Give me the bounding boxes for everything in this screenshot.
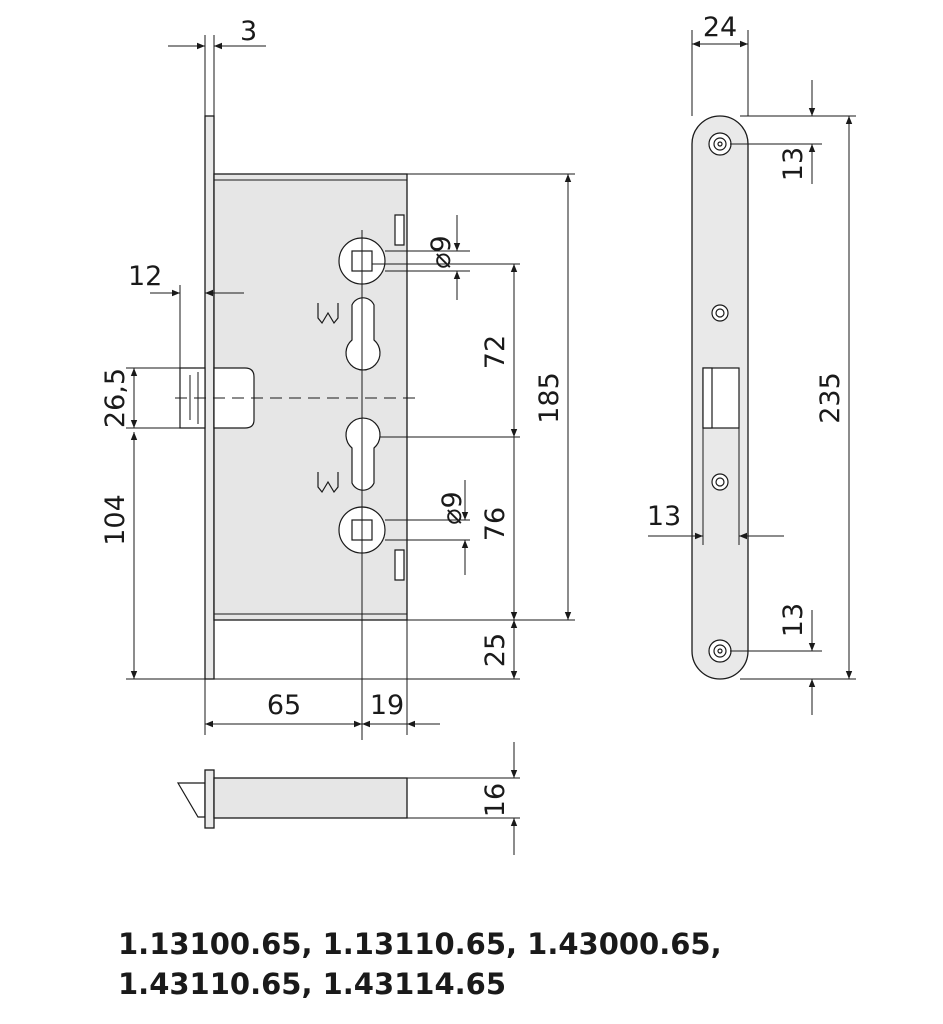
dim-latch-projection: 12 [128, 261, 162, 292]
lock-bottom-view: 16 [176, 742, 520, 855]
dim-center-distance: 72 [480, 335, 511, 369]
forend-profile [204, 115, 215, 680]
dim-latch-height: 26,5 [100, 368, 131, 428]
case-bottom-profile [213, 777, 408, 819]
dim-lower-distance: 76 [480, 507, 511, 541]
dim-backset: 65 [267, 690, 301, 721]
front-dimensions: 3 12 26,5 104 65 19 ⌀9 [100, 16, 575, 735]
dim-faceplate-thickness: 3 [240, 16, 257, 47]
faceplate-front-view: 24 235 13 13 13 [647, 12, 856, 715]
dim-case-depth: 16 [480, 783, 511, 817]
dim-bolt-width: 13 [647, 501, 681, 532]
dim-lower-spindle: ⌀9 [437, 491, 468, 524]
dim-case-height: 185 [534, 372, 565, 424]
dim-bottom-hole-offset: 13 [778, 603, 809, 637]
faceplate-screw-lower [711, 473, 729, 491]
model-codes: 1.13100.65, 1.13110.65, 1.43000.65, 1.43… [118, 924, 898, 1004]
dim-bottom-offset: 25 [480, 633, 511, 667]
lower-cylinder-cutout [345, 417, 381, 491]
upper-cylinder-cutout [345, 297, 381, 371]
dim-faceplate-width: 24 [703, 12, 737, 43]
latch-bottom-profile [176, 782, 206, 818]
dim-follower-offset: 19 [370, 690, 404, 721]
lock-body-front-view [175, 115, 420, 740]
dim-faceplate-length: 235 [815, 372, 846, 424]
faceplate-screw-top [708, 132, 732, 156]
model-codes-line-2: 1.43110.65, 1.43114.65 [118, 967, 507, 1001]
model-codes-line-1: 1.13100.65, 1.13110.65, 1.43000.65, [118, 927, 722, 961]
dim-top-hole-offset: 13 [778, 147, 809, 181]
dim-upper-spindle: ⌀9 [426, 235, 457, 268]
dim-latch-to-bottom: 104 [100, 494, 131, 546]
faceplate-screw-upper [711, 304, 729, 322]
faceplate-screw-bottom [708, 639, 732, 663]
